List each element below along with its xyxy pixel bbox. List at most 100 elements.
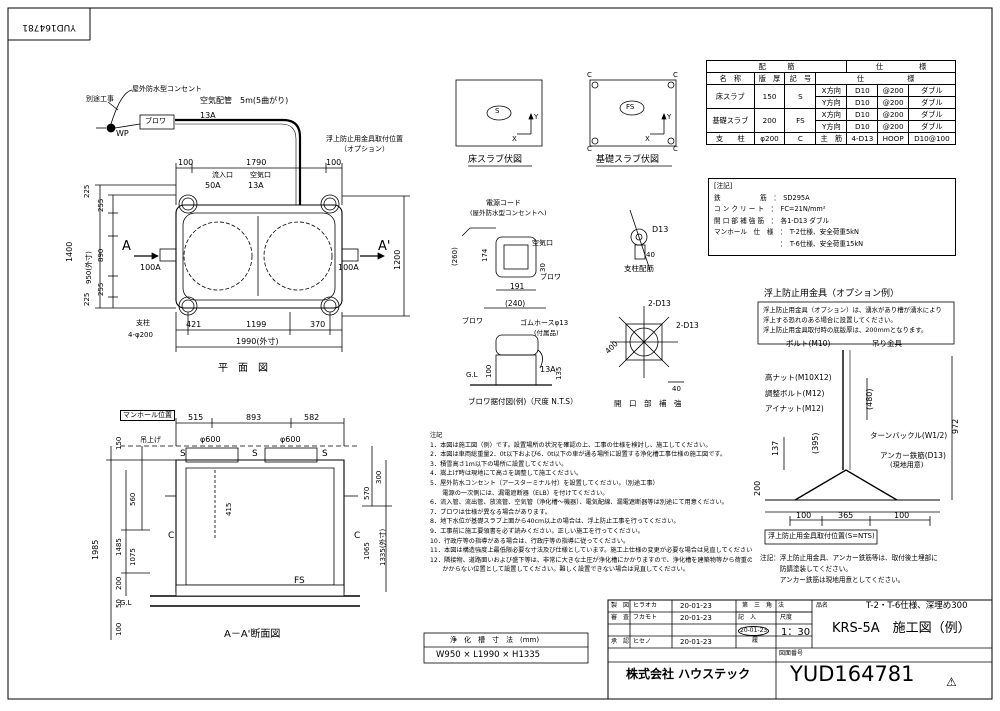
- note-line: 6．流入管、流出管、放流管、空気管（浄化槽～機器）、電気配線、漏電遮断器等は別途…: [430, 499, 728, 507]
- anchor-dim-200: 200: [753, 480, 762, 496]
- corner-mark-1: C: [587, 71, 592, 79]
- tb-drawn-name: ヒラオカ: [633, 602, 658, 609]
- inlet-label: 流入口: [212, 171, 233, 179]
- dim-300: 300: [375, 470, 383, 484]
- note-line: 11．本図は構造強度上最低限必要な寸法及び仕様としています。施工上仕様の変更が必…: [430, 547, 752, 555]
- floor-slab-mark: S: [495, 107, 500, 115]
- column-detail: [629, 209, 651, 271]
- power-cord-dest: (屋外防水型コンセントへ): [470, 209, 547, 217]
- size-box-title: 浄 化 槽 寸 法 (mm): [450, 636, 540, 644]
- tb-revision-date: 20-01-23: [738, 626, 770, 636]
- dim-50: 50: [115, 599, 123, 608]
- spec-header-spec: 仕 様: [846, 60, 956, 73]
- adjust-bolt-label: 調整ボルト(M12): [765, 389, 825, 398]
- tb-spec-line: T-2・T-6仕様、深埋め300: [866, 601, 968, 611]
- tb-product-label: 品名: [816, 602, 829, 609]
- tb-checked-label: 審 査: [611, 614, 630, 621]
- note-line: 9．工事前に施工要領書を必ず読みください。正しい施工を行ってください。: [430, 527, 644, 535]
- lift-label: 吊上げ: [140, 436, 161, 444]
- note-line: 5．屋外防水コンセント（アースターミナル付）を設置してください。（別途工事）: [430, 479, 659, 487]
- dim-191: 191: [510, 282, 525, 291]
- hose-label: ゴムホースφ13: [520, 319, 569, 327]
- anchor-foot-note-2: 防錆塗装してください。: [760, 565, 852, 573]
- spec-note-line: 開 口 部 補 強 筋 ： 各1-D13 ダブル: [714, 216, 830, 225]
- anchor-dim-395: (395): [811, 432, 820, 454]
- spec-notes: [注記] 鉄 筋 ： SD295A コ ン ク リ ー ト ： FC=21N/m…: [714, 181, 954, 251]
- dim-bot-421: 421: [186, 320, 202, 329]
- dim-100-detail: 100: [485, 364, 493, 378]
- note-line: 12．隣接物、道路面いおよび盛下等は、非常に大きな土圧が浄化槽にかかりますので、…: [430, 556, 752, 564]
- plan-view: [95, 89, 410, 352]
- spec-col-name: 名 称: [706, 72, 755, 85]
- turnbuckle-label: ターンバックル(W1/2): [870, 431, 948, 440]
- tb-product-name: KRS-5A 施工図（例）: [832, 621, 971, 636]
- power-cord-label: 電源コード: [486, 199, 521, 207]
- air-pipe-label: 空気配管 5m(5曲がり): [200, 96, 289, 105]
- anchor-dim-972: 972: [951, 418, 960, 434]
- anchor-dim-480: (480): [865, 388, 874, 410]
- opening-dim-40: 40: [672, 385, 681, 393]
- spec-note-line: コ ン ク リ ー ト ： FC=21N/mm²: [714, 205, 826, 214]
- opening-detail: [610, 306, 684, 383]
- dim-240: (240): [505, 299, 526, 308]
- dim-415: 415: [225, 502, 233, 516]
- dim-1485: 1485: [115, 538, 123, 556]
- dim-top-100b: 100: [326, 158, 342, 167]
- anchor-dim-137: 137: [771, 440, 780, 456]
- slab-s-3: S: [322, 449, 328, 459]
- slab-s-1: S: [180, 449, 186, 459]
- dim-bot-1199: 1199: [246, 320, 267, 329]
- base-axis-y: Y: [667, 113, 672, 121]
- dim-left-1400: 1400: [65, 241, 74, 262]
- base-slab-mark: FS: [626, 103, 635, 111]
- anchor-note-line: 浮上防止用金具（オプション）は、湧水があり槽が湧水により: [763, 306, 942, 314]
- tb-scale-label: 尺度: [780, 614, 793, 621]
- anchor-note-line: 浮上する恐れのある場合に設置してください。: [763, 316, 897, 324]
- dim-150: 150: [115, 436, 123, 450]
- tb-approved-date: 20-01-23: [680, 638, 712, 646]
- spec-row-base: 基礎スラブ 200 FS X方向 D10 @200 ダブル: [706, 108, 957, 133]
- manhole-position-label: マンホール位置: [120, 410, 175, 421]
- dim-1075: 1075: [129, 548, 137, 566]
- slab-plans: [455, 79, 677, 167]
- base-slab-title: 基礎スラブ伏図: [596, 155, 660, 165]
- tb-checked-name: フカモト: [633, 614, 658, 621]
- doc-id-rotated: YUD164781: [22, 22, 76, 32]
- note-line: 10．行政庁等の指導がある場合は、行政庁等の指導に従ってください。: [430, 537, 630, 545]
- tb-approved-name: ヒセノ: [633, 638, 652, 645]
- dim-top-1790: 1790: [246, 158, 267, 167]
- pipe-13a-detail: 13A: [540, 365, 556, 374]
- opening-bar-b: 2-D13: [676, 321, 699, 330]
- anchor-dim-100a: 100: [796, 511, 812, 520]
- option-label: （オプション）: [340, 145, 389, 153]
- tb-drawing-no-label: 図面番号: [779, 650, 804, 657]
- note-line: かからない位置として設置してください。難しく設置できない場合は見直してください。: [430, 566, 689, 574]
- tb-drawn-date: 20-01-23: [680, 602, 712, 610]
- support-size-label: 4-φ200: [128, 331, 153, 339]
- tb-scale-value: 1：30: [781, 627, 811, 638]
- note-line: 注記: [430, 432, 443, 439]
- air-port-label: 空気口: [250, 171, 271, 179]
- tb-projection-method: 第 三 角 法: [742, 602, 785, 609]
- floor-axis-y: Y: [534, 113, 539, 121]
- dim-phi600-b: φ600: [280, 435, 301, 444]
- dim-1985: 1985: [91, 539, 100, 560]
- spec-note-line: [注記]: [714, 182, 733, 190]
- ground-level-label: G.L: [120, 599, 132, 607]
- note-line: 1．本図は施工図（例）です。設置場所の状況を確認の上、工事の仕様を検討し、施工し…: [430, 441, 712, 449]
- corner-mark-3: C: [587, 145, 592, 153]
- dim-260: (260): [451, 247, 459, 266]
- column-c-1: C: [168, 531, 175, 541]
- tb-drawn-label: 製 図: [611, 602, 630, 609]
- spec-note-line: 鉄 筋 ： SD295A: [714, 193, 810, 202]
- anchor-dim-365: 365: [838, 511, 854, 520]
- anchor-notes: 浮上防止用金具（オプション）は、湧水があり槽が湧水により 浮上する恐れのある場合…: [763, 305, 953, 335]
- section-mark-a-prime: A': [378, 239, 391, 254]
- anchor-field-label: (現地用意): [890, 461, 924, 469]
- anchor-position-label: 浮上防止用金具取付位置: [326, 135, 403, 143]
- hose-note: (付属品): [534, 329, 559, 337]
- column-d40: 40: [646, 251, 655, 259]
- tb-checked-date: 20-01-23: [680, 614, 712, 622]
- general-notes: 注記 1．本図は施工図（例）です。設置場所の状況を確認の上、工事の仕様を検討し、…: [430, 431, 752, 575]
